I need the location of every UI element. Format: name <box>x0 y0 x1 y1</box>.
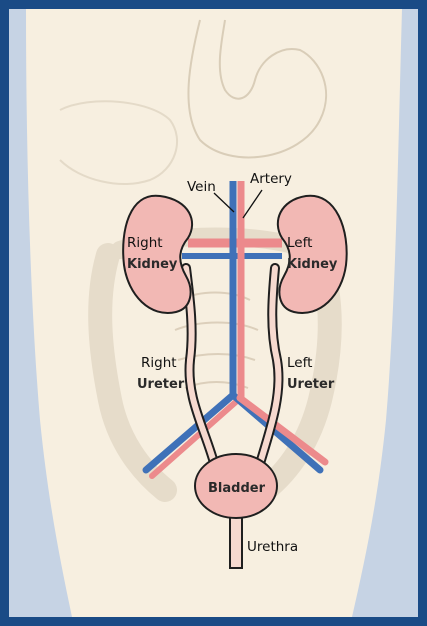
body-silhouette <box>26 9 402 617</box>
bladder-label: Bladder <box>208 481 266 496</box>
right-ureter-label-line2: Ureter <box>137 377 185 392</box>
left-kidney-label-line2: Kidney <box>287 257 338 272</box>
right-kidney-label-line1: Right <box>127 235 163 251</box>
left-kidney-label-line1: Left <box>287 235 312 251</box>
vein-label: Vein <box>187 179 216 195</box>
urethra-label: Urethra <box>247 539 298 555</box>
right-kidney-label-line2: Kidney <box>127 257 178 272</box>
left-ureter-label-line1: Left <box>287 355 312 371</box>
right-ureter-label-line1: Right <box>141 355 177 371</box>
artery-label: Artery <box>250 171 292 187</box>
left-ureter-label-line2: Ureter <box>287 377 335 392</box>
